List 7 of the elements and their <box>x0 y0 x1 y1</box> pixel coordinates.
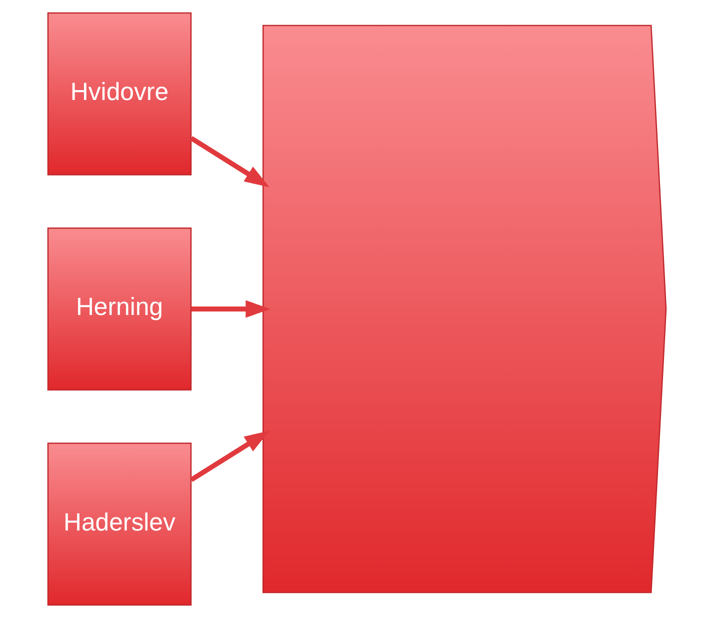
node-box: Haderslev <box>46 442 192 606</box>
node-box: Herning <box>46 228 192 390</box>
arrow <box>190 300 270 318</box>
arrow <box>189 136 269 188</box>
node-box: Hvidovre <box>46 12 192 176</box>
node-pentagon <box>262 24 666 594</box>
arrow <box>189 430 269 482</box>
